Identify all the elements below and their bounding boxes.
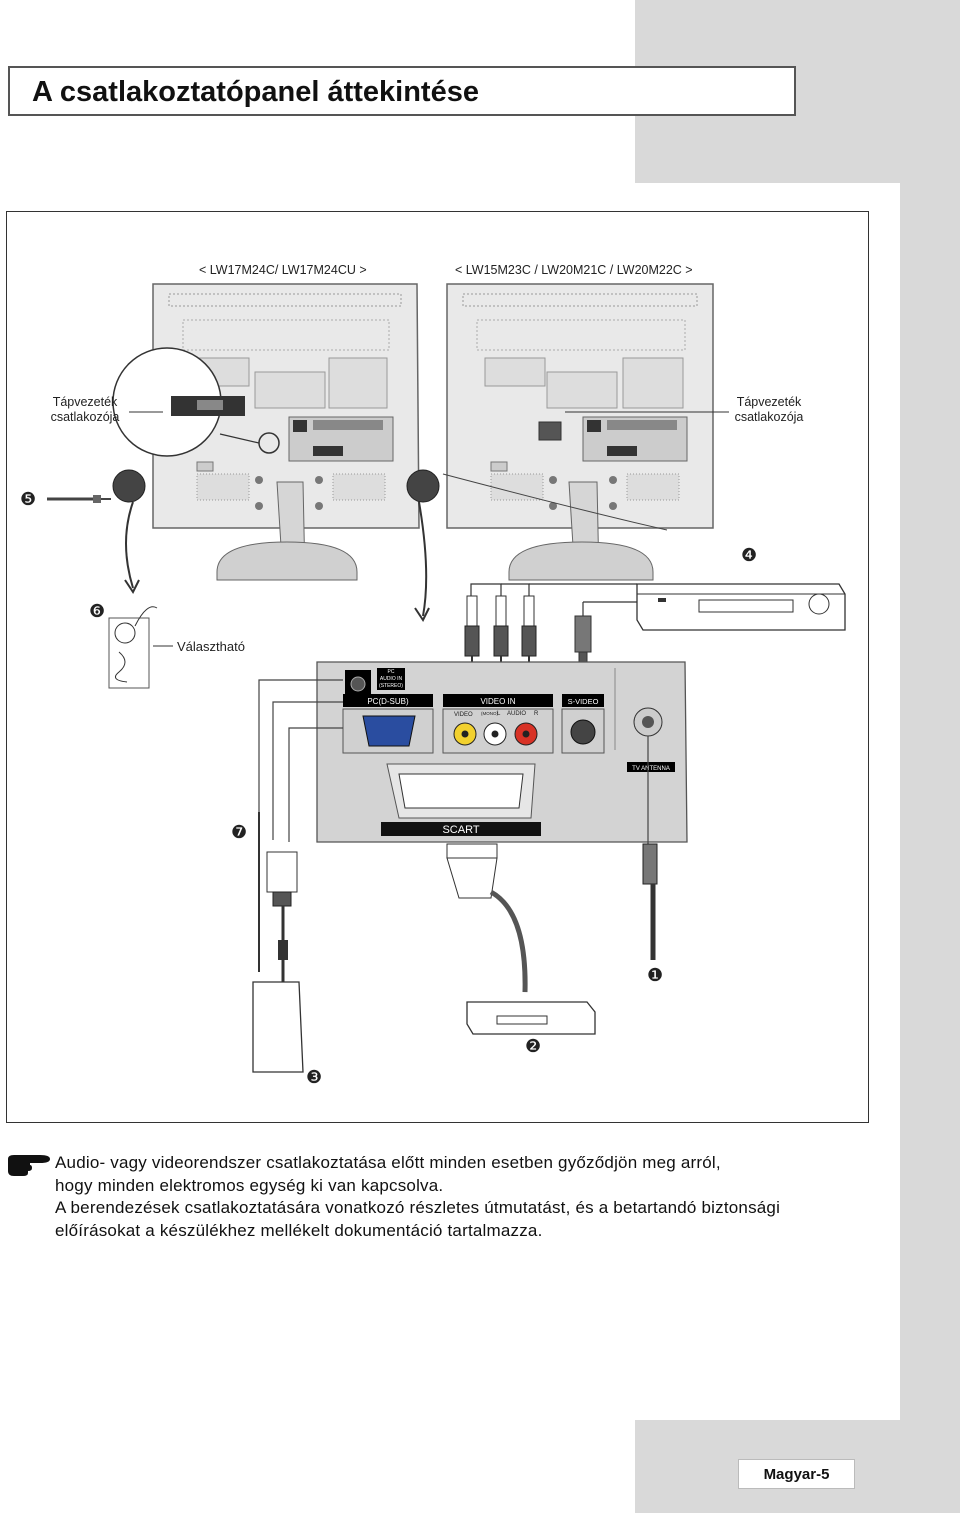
ferrite-core	[108, 606, 158, 689]
page-title: A csatlakoztatópanel áttekintése	[32, 76, 479, 108]
page-title-box: A csatlakoztatópanel áttekintése	[8, 66, 796, 116]
callout-6: ❻	[89, 601, 105, 621]
pointing-hand-icon	[8, 1155, 50, 1176]
pc-tower	[252, 812, 304, 1073]
power-label-left-1: Tápvezeték	[53, 395, 118, 409]
note-line-1: Audio- vagy videorendszer csatlakoztatás…	[55, 1153, 721, 1172]
tv-antenna-label: TV ANTENNA	[632, 766, 670, 772]
antenna-cable	[642, 736, 658, 960]
decor-gray-strip	[900, 183, 960, 1513]
callout-2: ❷	[525, 1036, 541, 1056]
safety-note: Audio- vagy videorendszer csatlakoztatás…	[6, 1152, 886, 1242]
page-number-label: Magyar-5	[738, 1459, 855, 1489]
power-label-right-1: Tápvezeték	[737, 395, 802, 409]
pc-dsub-label: PC(D-SUB)	[367, 697, 409, 706]
note-line-2: hogy minden elektromos egység ki van kap…	[55, 1175, 444, 1195]
connector-panel: PC AUDIO IN (STEREO) PC(D-SUB) VIDEO IN …	[316, 661, 688, 843]
video-label: VIDEO	[454, 712, 473, 718]
pc-audio-label-3: (STEREO)	[379, 683, 403, 689]
callout-1: ❶	[647, 965, 663, 985]
svideo-label: S-VIDEO	[568, 697, 599, 706]
mono-label: (MONO)	[481, 711, 498, 716]
connection-panel-figure: < LW17M24C/ LW17M24CU > < LW15M23C / LW2…	[6, 211, 869, 1123]
model-label-right: < LW15M23C / LW20M21C / LW20M22C >	[455, 263, 693, 277]
rca-cables	[464, 583, 637, 668]
note-line-3: A berendezések csatlakoztatására vonatko…	[55, 1198, 781, 1217]
model-label-left: < LW17M24C/ LW17M24CU >	[199, 263, 367, 277]
pc-audio-label-2: AUDIO IN	[380, 676, 403, 682]
audio-l-label: L	[497, 711, 501, 717]
power-label-right-2: csatlakozója	[735, 410, 804, 424]
callout-7: ❼	[231, 822, 247, 842]
monitor-left	[112, 283, 420, 581]
note-line-4: előírásokat a készülékhez mellékelt doku…	[55, 1220, 543, 1240]
vcr	[446, 843, 596, 1035]
optional-label: Választható	[177, 639, 245, 654]
callout-4: ❹	[741, 545, 757, 565]
monitor-right	[446, 283, 714, 581]
power-label-left-2: csatlakozója	[51, 410, 120, 424]
callout-5: ❺	[20, 489, 36, 509]
video-in-label: VIDEO IN	[480, 697, 515, 706]
audio-label: AUDIO	[507, 711, 526, 717]
dvd-player	[636, 583, 846, 631]
callout-3: ❸	[306, 1067, 322, 1087]
scart-label: SCART	[442, 824, 479, 836]
connection-diagram: < LW17M24C/ LW17M24CU > < LW15M23C / LW2…	[20, 263, 846, 1087]
pc-audio-label-1: PC	[388, 669, 395, 675]
audio-r-label: R	[534, 711, 539, 717]
